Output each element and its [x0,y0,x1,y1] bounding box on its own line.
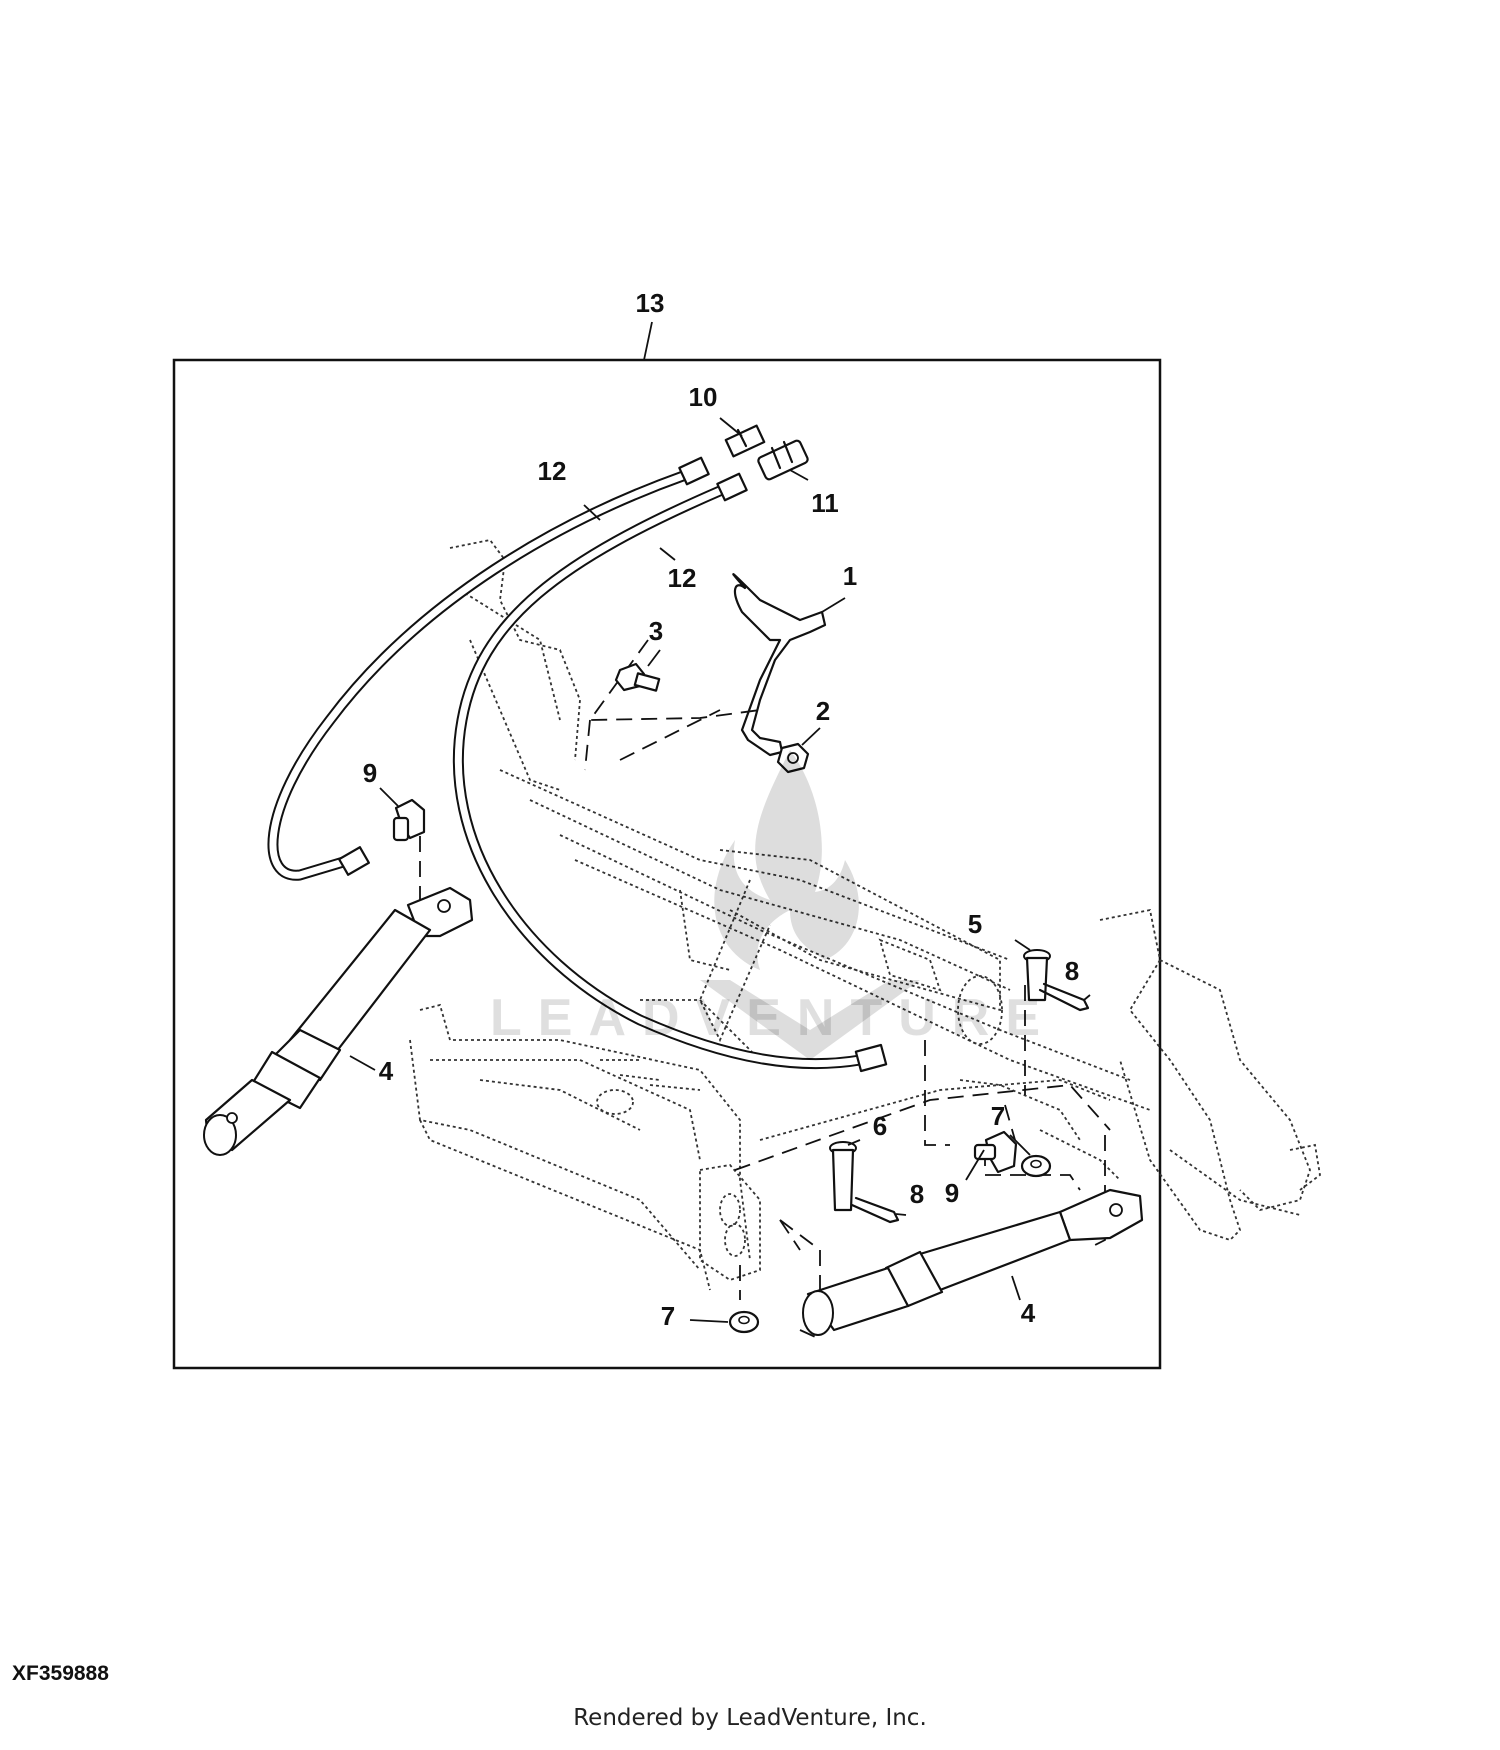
callout-12-lower: 12 [668,563,697,593]
callout-10: 10 [689,382,718,412]
callout-6: 6 [873,1111,887,1141]
callout-8-upper: 8 [1065,956,1079,986]
cotter-pin-upper [1038,982,1090,1012]
render-credit: Rendered by LeadVenture, Inc. [573,1705,927,1731]
watermark-text: LEADVENTURE [490,989,1057,1047]
callout-4-left: 4 [379,1056,394,1086]
cap-screw [614,662,661,692]
figure-id: XF359888 [12,1662,109,1685]
pin-lower [829,1141,857,1212]
washer-upper [1020,1154,1052,1178]
callout-12-upper: 12 [538,456,567,486]
callout-7-upper: 7 [991,1101,1005,1131]
callout-9-right: 9 [945,1178,959,1208]
elbow-fitting-right [973,1130,1018,1174]
callout-leaders [349,417,1091,1323]
callout-3: 3 [649,616,663,646]
elbow-fitting-left [392,798,426,842]
hydraulic-hose-right [452,484,866,1070]
callout-11: 11 [811,488,839,518]
assembly-frame [172,358,1162,1370]
cotter-pin-lower [850,1196,900,1224]
callout-2: 2 [816,696,830,726]
hose-bracket [732,573,827,757]
callout-7-lower: 7 [661,1301,675,1331]
washer-lower [728,1310,760,1334]
callout-8-lower: 8 [910,1179,924,1209]
callout-9-left: 9 [363,758,377,788]
quick-coupler [757,439,809,481]
flange-nut [776,742,810,774]
assembly-guides [419,639,1111,1341]
adapter-fitting [724,424,766,458]
hydraulic-cylinder-left [203,886,474,1156]
ghost-chassis [409,539,1321,1291]
hydraulic-hose-left [267,470,689,881]
assembly-leader [643,321,653,361]
pin-upper [1023,949,1051,1002]
leadventure-flame-logo [700,750,920,1060]
hose-end-fittings [338,456,888,1073]
callout-13: 13 [636,288,665,318]
callout-5: 5 [968,909,982,939]
hydraulic-cylinder-right [802,1188,1144,1336]
callout-1: 1 [843,561,857,591]
callout-4-right: 4 [1021,1298,1036,1328]
